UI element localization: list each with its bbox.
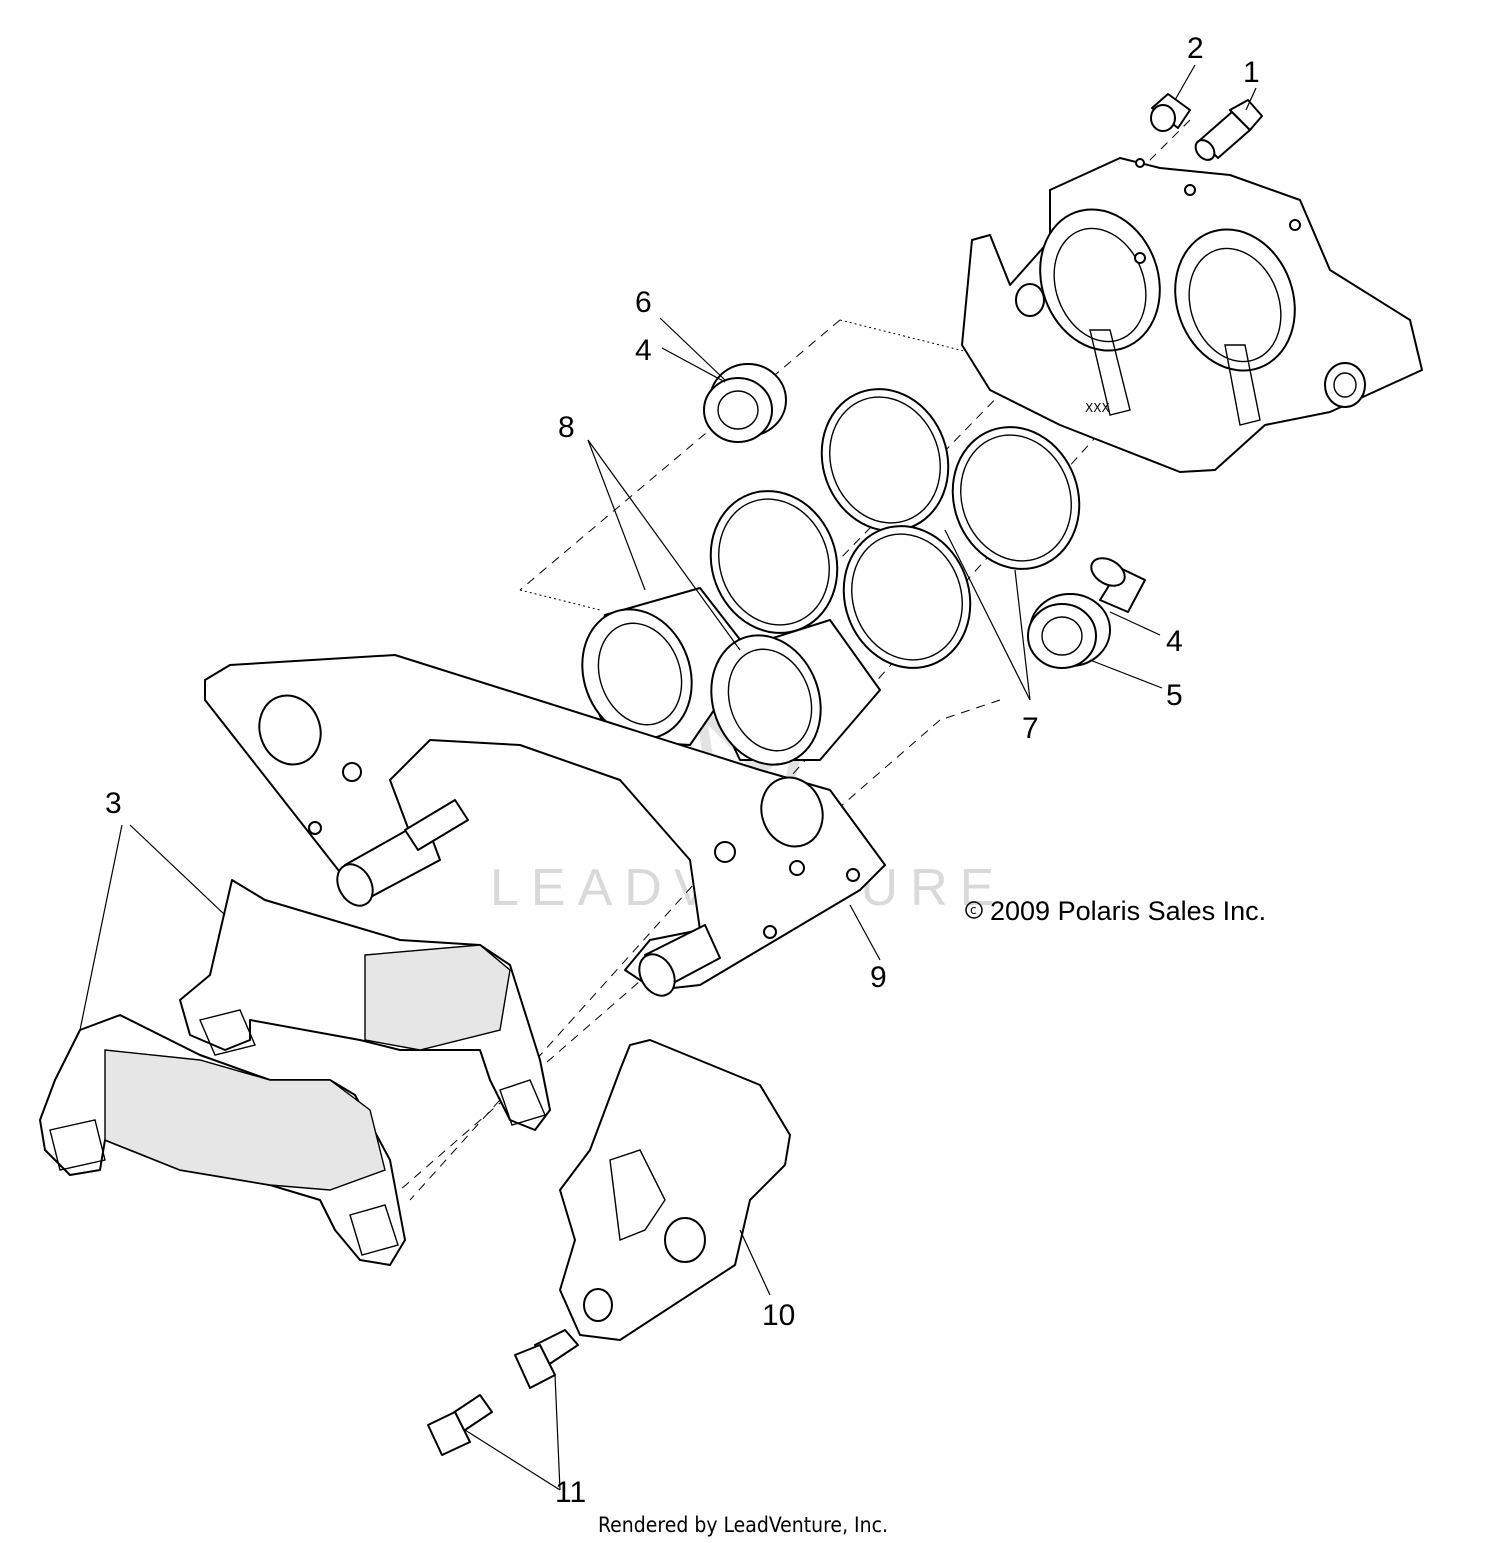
- brake-pad-front: [39, 1014, 406, 1266]
- pin-boot-lower: [1027, 557, 1146, 669]
- piston-seals: [709, 388, 1081, 669]
- callout-11: 11: [555, 1476, 586, 1509]
- callout-2: 2: [1187, 32, 1204, 65]
- callout-9: 9: [870, 961, 887, 994]
- pistons: [581, 587, 881, 766]
- bleeder-cap: [1150, 93, 1191, 132]
- caliper-bracket: [204, 654, 886, 997]
- copyright-symbol: c: [970, 903, 977, 917]
- callout-1: 1: [1243, 56, 1260, 89]
- retainer-bolts: [427, 1329, 579, 1456]
- callout-10: 10: [762, 1299, 795, 1332]
- brake-pad-rear: [179, 879, 551, 1131]
- callout-6: 6: [635, 286, 652, 319]
- pad-retainer: [559, 1039, 791, 1341]
- copyright-text: 2009 Polaris Sales Inc.: [990, 896, 1266, 926]
- pin-boot-upper: [703, 363, 787, 443]
- copyright-circle: [965, 901, 983, 919]
- bleeder-screw: [1194, 99, 1263, 161]
- callout-7: 7: [1022, 712, 1039, 745]
- caliper-stamp: XXX: [1085, 401, 1110, 415]
- footer-credit: Rendered by LeadVenture, Inc.: [598, 1513, 888, 1537]
- callout-4-lower: 4: [1166, 625, 1183, 658]
- leader-lines: [79, 64, 1257, 1491]
- callout-3: 3: [105, 787, 122, 820]
- caliper-housing: XXX: [961, 157, 1423, 473]
- callout-4-upper: 4: [635, 334, 652, 367]
- copyright: c 2009 Polaris Sales Inc.: [965, 896, 1266, 926]
- callout-8: 8: [558, 411, 575, 444]
- callout-5: 5: [1166, 679, 1183, 712]
